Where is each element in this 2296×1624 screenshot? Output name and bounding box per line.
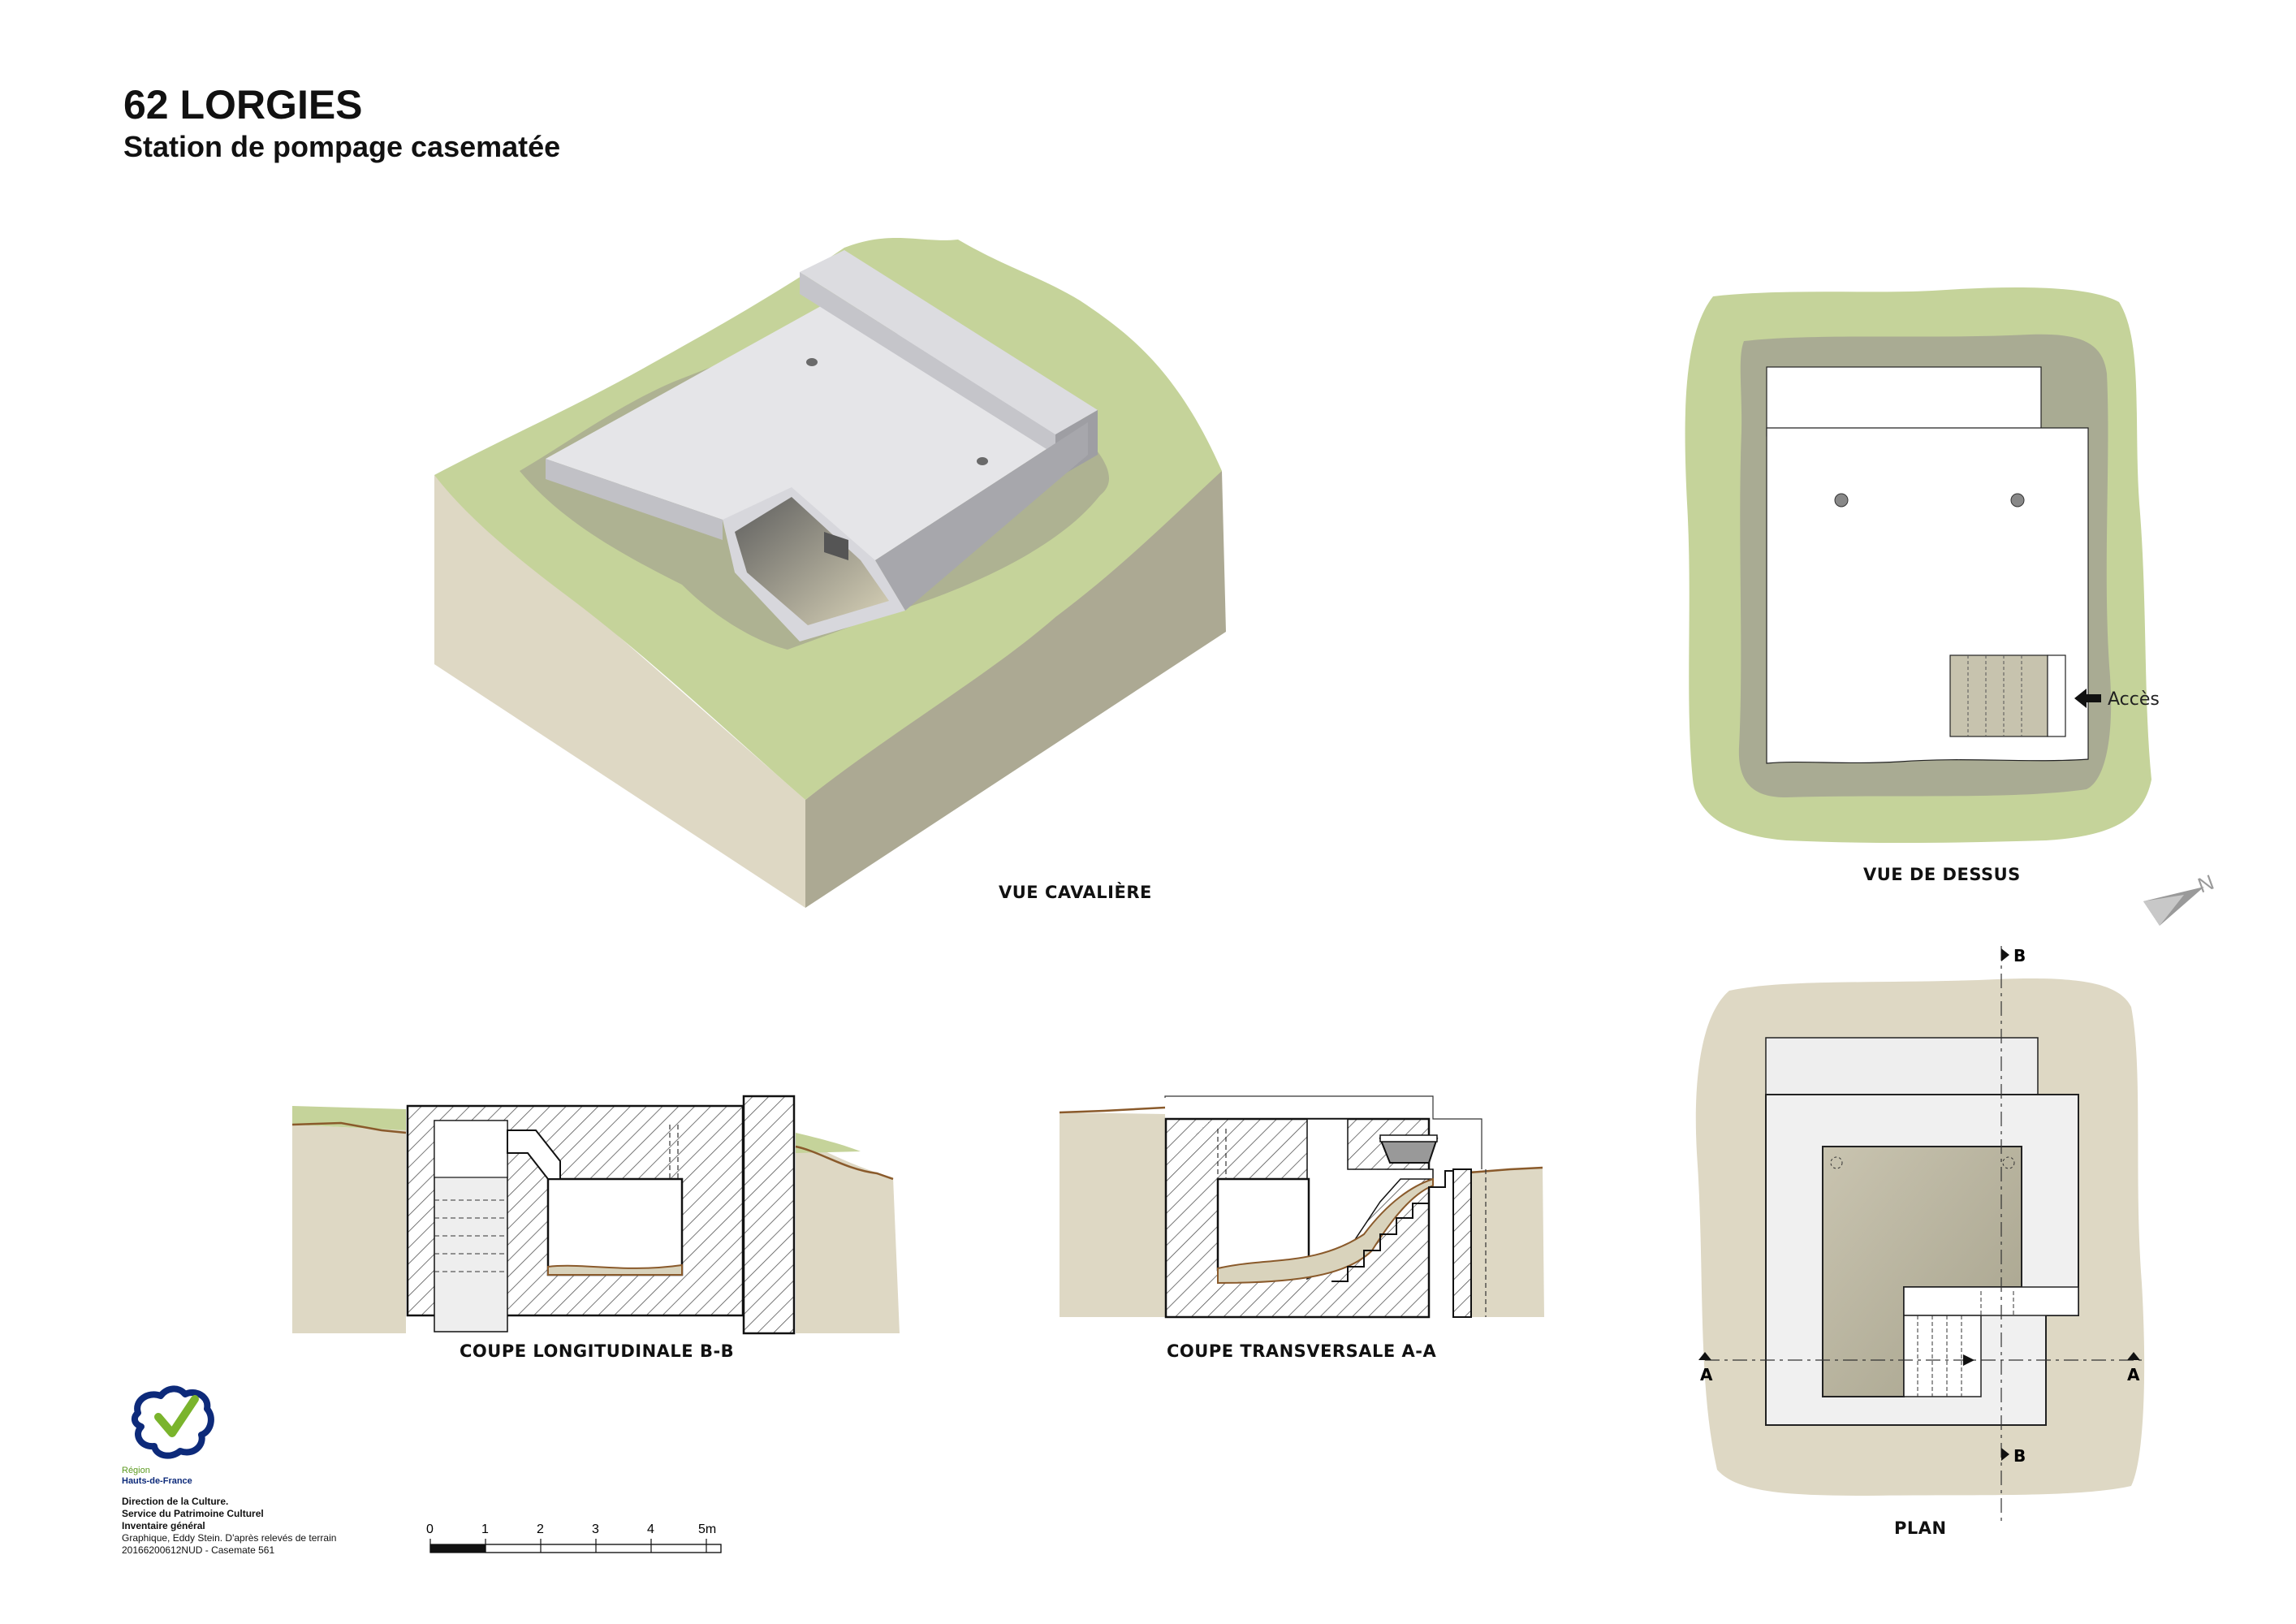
logo-line-2: Hauts-de-France [122,1476,192,1486]
scale-tick-4: 4 [647,1522,654,1536]
plan-vent-1 [1830,1156,1843,1169]
roof-back-top [800,250,1098,434]
section-a-marker-left-icon [1698,1352,1711,1360]
section-a-label-right: A [2127,1365,2140,1384]
plan-stair-well [1903,1315,1982,1397]
credits-line-3: Inventaire général [122,1520,205,1531]
aa-right-wall [1452,1168,1472,1318]
plan-back-slab [1765,1037,2039,1099]
vent-2 [977,457,988,465]
caption-vue-dessus: VUE DE DESSUS [1863,865,2021,884]
bb-chamber-water [547,1263,683,1276]
aa-water [1217,1177,1434,1285]
bb-stair-lines [434,1199,507,1272]
bb-stair-upper [434,1120,508,1178]
credits-line-5: 20166200612NUD - Casemate 561 [122,1544,275,1556]
soil-right-face [805,471,1226,908]
section-bb [291,1095,900,1335]
bb-ground-line-r [795,1145,894,1181]
scale-tick-2: 2 [537,1522,544,1536]
credits-line-2: Service du Patrimoine Culturel [122,1508,264,1519]
entrance-opening [824,532,848,560]
section-a-label-left: A [1700,1365,1713,1384]
top-stair-lines [1967,655,2022,736]
top-back-slab [1766,366,2042,437]
top-view: Accès N [1685,287,2217,926]
bb-chamber [546,1177,684,1276]
scale-tick-1: 1 [481,1522,489,1536]
aa-ground-line [1059,1106,1166,1114]
section-b-marker-top-icon [2001,948,2009,961]
bb-soil [292,1125,900,1333]
top-entrance-stairs [1949,654,2048,737]
caption-vue-cavaliere: VUE CAVALIÈRE [999,883,1152,902]
cavaliere-view [434,237,1226,908]
plan-landing [1903,1286,2079,1316]
aa-ground-line-r [1469,1166,1543,1174]
section-a-marker-right-icon [2127,1352,2140,1360]
aa-roof-outline [1164,1095,1482,1169]
section-b-marker-bottom-icon [2001,1448,2009,1461]
bb-passage [507,1129,561,1180]
roof-back-front [800,272,1055,455]
aa-chamber [1216,1177,1310,1272]
aa-soil [1060,1112,1544,1317]
page-subtitle: Station de pompage casematée [123,130,561,163]
soil-left-face [434,475,805,908]
section-b-label-top: B [2013,946,2026,965]
access-arrow-icon [2074,689,2101,708]
north-arrow-icon: N [2143,870,2217,926]
credits-line-4: Graphique, Eddy Stein. D'après relevés d… [122,1532,337,1544]
bb-front-wall [742,1095,796,1335]
region-logo-icon [131,1385,214,1459]
north-label: N [2195,870,2217,898]
caption-coupe-transversale: COUPE TRANSVERSALE A-A [1167,1341,1437,1361]
vent-1 [806,358,818,366]
plan-direction-arrow-icon [1963,1354,1974,1366]
scale-bar: 0 1 2 3 4 5m [426,1522,722,1553]
page-title: 62 LORGIES [123,82,363,127]
caption-coupe-longitudinale: COUPE LONGITUDINALE B-B [460,1341,735,1361]
section-b-label-bottom: B [2013,1446,2026,1466]
bb-ground-line [291,1121,407,1134]
top-entrance-recess [2047,654,2066,737]
roof-slab-left [546,459,723,540]
top-vent-1 [1834,493,1849,508]
section-aa [1059,1095,1544,1319]
access-label: Accès [2108,689,2160,710]
caption-plan: PLAN [1894,1518,1947,1538]
aa-canopy-top [1379,1134,1438,1142]
scale-tick-0: 0 [426,1522,434,1536]
roof-slab-right [875,422,1088,611]
plan-stair-lines [1917,1291,2014,1397]
credits-line-1: Direction de la Culture. [122,1496,229,1507]
logo-line-1: Région [122,1466,150,1475]
credits-block: Direction de la Culture. Service du Patr… [122,1496,336,1557]
plan-view: A A B B [1695,946,2145,1522]
plan-vent-2 [2002,1156,2015,1169]
logo-text: Région Hauts-de-France [122,1466,192,1487]
aa-stairs [1331,1170,1455,1282]
entrance-pit [735,497,889,625]
scale-tick-3: 3 [592,1522,599,1536]
scale-tick-5: 5m [698,1522,716,1536]
top-vent-2 [2010,493,2025,508]
